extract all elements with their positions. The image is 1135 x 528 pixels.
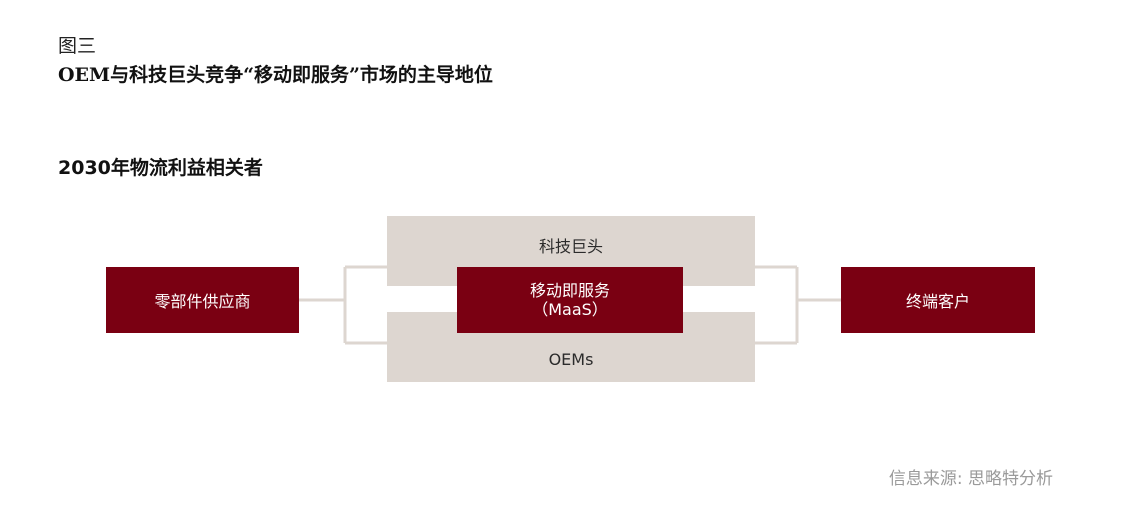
right-connector xyxy=(755,265,841,345)
figure-label: 图三 xyxy=(58,35,97,57)
node-end-customer: 终端客户 xyxy=(841,267,1035,333)
section-title: 2030年物流利益相关者 xyxy=(58,157,263,179)
node-component-supplier-label: 零部件供应商 xyxy=(154,292,251,311)
node-maas-label-line1: 移动即服务 xyxy=(529,281,610,300)
node-maas: 移动即服务 （MaaS） xyxy=(457,267,683,333)
figure-title: OEM与科技巨头竞争“移动即服务”市场的主导地位 xyxy=(58,64,493,86)
left-connector xyxy=(299,265,387,345)
node-tech-giants-label: 科技巨头 xyxy=(538,237,603,256)
node-end-customer-label: 终端客户 xyxy=(905,292,970,311)
source-note: 信息来源: 思略特分析 xyxy=(888,469,1053,489)
node-component-supplier: 零部件供应商 xyxy=(106,267,299,333)
node-oems-label: OEMs xyxy=(548,349,594,369)
node-maas-label-line2: （MaaS） xyxy=(532,300,608,319)
